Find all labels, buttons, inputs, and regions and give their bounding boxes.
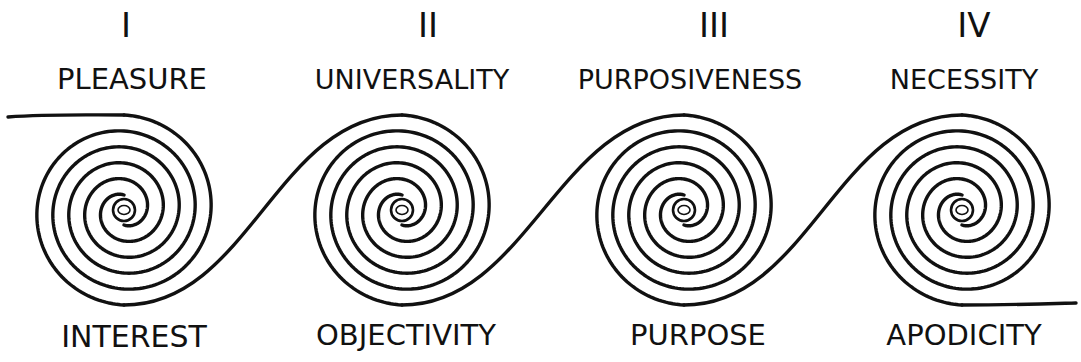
spiral-arm [597, 131, 755, 305]
stage-title: PLEASURE [57, 64, 207, 96]
stage-term: INTEREST [61, 320, 207, 353]
stage-numeral: IV [957, 7, 990, 44]
spiral-eye [391, 199, 413, 221]
stage-term: APODICITY [886, 320, 1041, 352]
spiral-core [956, 206, 968, 215]
spiral-eye [673, 199, 695, 221]
stage-title: UNIVERSALITY [315, 65, 509, 95]
spiral-arm [37, 131, 195, 305]
stage-numeral: I [121, 7, 131, 44]
s-curve [684, 115, 962, 305]
spiral-arm [875, 131, 1033, 305]
spiral-eye [113, 199, 135, 221]
stage-numeral: III [699, 7, 729, 44]
spiral-eye [951, 199, 973, 221]
s-curve [124, 115, 402, 305]
spiral-arm [315, 131, 473, 305]
stage-title: PURPOSIVENESS [578, 65, 803, 95]
spiral-core [678, 206, 690, 215]
stage-term: OBJECTIVITY [316, 320, 496, 352]
lead-line [8, 115, 124, 117]
lead-line [962, 303, 1076, 305]
stage-term: PURPOSE [630, 320, 766, 352]
s-curve [402, 115, 684, 305]
spiral-core [118, 206, 130, 215]
spiral-core [396, 206, 408, 215]
stage-numeral: II [418, 7, 438, 44]
stage-title: NECESSITY [890, 65, 1038, 95]
